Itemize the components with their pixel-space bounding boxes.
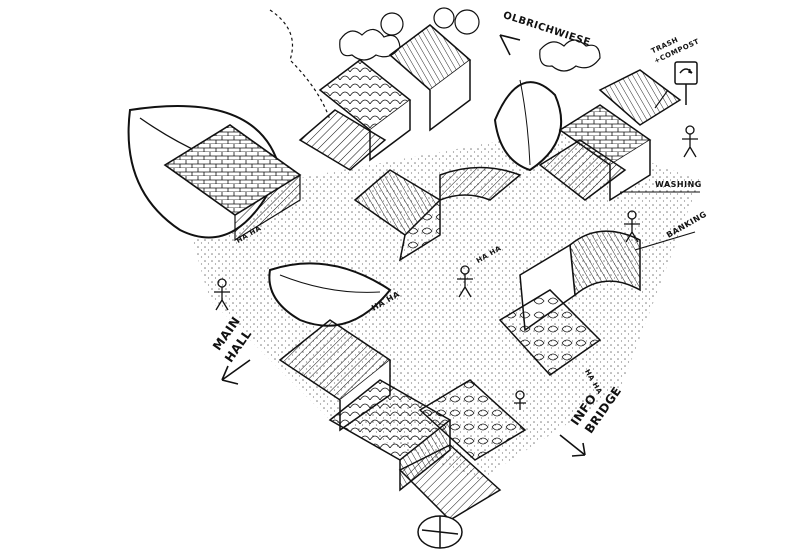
arrow-icon (221, 34, 586, 457)
tree-icon (454, 9, 480, 35)
house-middle-diamond (353, 166, 522, 262)
leaf-canopy-upper-right (493, 79, 563, 172)
tree-icon (380, 12, 404, 36)
tree-cluster-top (269, 7, 601, 121)
leaf-canopy-center (268, 262, 392, 327)
person-icon (214, 125, 698, 410)
recycle-sign-icon (674, 61, 698, 105)
house-cluster-right (538, 69, 682, 202)
pavilion-brick-roof (163, 124, 302, 242)
house-cluster-top (298, 24, 472, 171)
tree-icon (433, 7, 455, 29)
leader-lines (620, 89, 700, 251)
log-bottom (417, 515, 463, 549)
ground-texture (180, 130, 700, 480)
label-washing: WASHING (655, 180, 702, 189)
house-cluster-bottom (278, 319, 527, 521)
barrel-roof-right (498, 230, 641, 376)
